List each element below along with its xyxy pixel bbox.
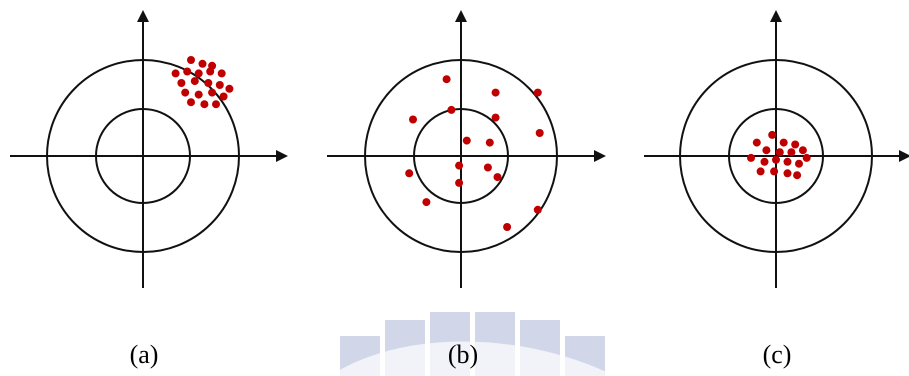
data-point bbox=[215, 81, 224, 89]
data-point bbox=[762, 146, 771, 155]
data-point bbox=[756, 167, 765, 176]
data-point bbox=[206, 67, 215, 76]
panel-b-target bbox=[327, 10, 606, 288]
data-point bbox=[194, 69, 203, 78]
data-point bbox=[783, 169, 792, 178]
data-point bbox=[217, 69, 226, 78]
data-point bbox=[752, 138, 761, 147]
data-point bbox=[770, 167, 779, 176]
data-point bbox=[535, 129, 544, 137]
data-point bbox=[194, 90, 203, 99]
data-point bbox=[409, 115, 417, 124]
data-point bbox=[783, 157, 792, 166]
data-point bbox=[779, 138, 788, 147]
data-point bbox=[183, 67, 192, 76]
data-point bbox=[198, 59, 207, 68]
data-point bbox=[491, 88, 500, 97]
data-point bbox=[533, 88, 542, 97]
data-point bbox=[208, 88, 217, 97]
data-point bbox=[171, 69, 180, 78]
data-point bbox=[775, 148, 784, 157]
data-point bbox=[219, 92, 228, 101]
data-point bbox=[483, 163, 492, 172]
data-point bbox=[177, 79, 186, 87]
data-point bbox=[200, 100, 209, 109]
data-point bbox=[187, 56, 195, 64]
data-point bbox=[225, 84, 234, 93]
data-point bbox=[795, 159, 803, 168]
data-point bbox=[447, 105, 456, 114]
data-point bbox=[533, 205, 542, 214]
data-point bbox=[485, 138, 494, 147]
data-point bbox=[190, 77, 199, 86]
data-point bbox=[791, 140, 800, 149]
caption-a: (a) bbox=[129, 340, 159, 369]
data-point bbox=[422, 198, 431, 207]
data-point bbox=[455, 178, 464, 187]
caption-c: (c) bbox=[762, 340, 792, 369]
panel-c-target bbox=[644, 10, 909, 288]
data-point bbox=[455, 161, 464, 170]
data-point bbox=[181, 88, 190, 97]
data-point bbox=[442, 75, 451, 84]
data-point bbox=[768, 130, 777, 139]
data-point bbox=[462, 136, 471, 145]
data-point bbox=[793, 171, 802, 180]
data-point bbox=[491, 113, 500, 122]
data-point bbox=[493, 173, 502, 182]
data-point bbox=[187, 98, 195, 107]
data-point bbox=[212, 100, 220, 109]
data-point bbox=[747, 153, 755, 162]
watermark-logo bbox=[330, 312, 615, 376]
data-point bbox=[798, 146, 807, 155]
data-point bbox=[802, 153, 811, 162]
caption-b: (b) bbox=[447, 340, 479, 369]
data-point bbox=[405, 169, 414, 178]
data-point bbox=[204, 79, 213, 87]
data-point bbox=[760, 157, 769, 166]
panel-a-target bbox=[10, 10, 288, 288]
data-point bbox=[503, 223, 512, 231]
data-point bbox=[772, 155, 780, 164]
data-point bbox=[787, 148, 796, 157]
